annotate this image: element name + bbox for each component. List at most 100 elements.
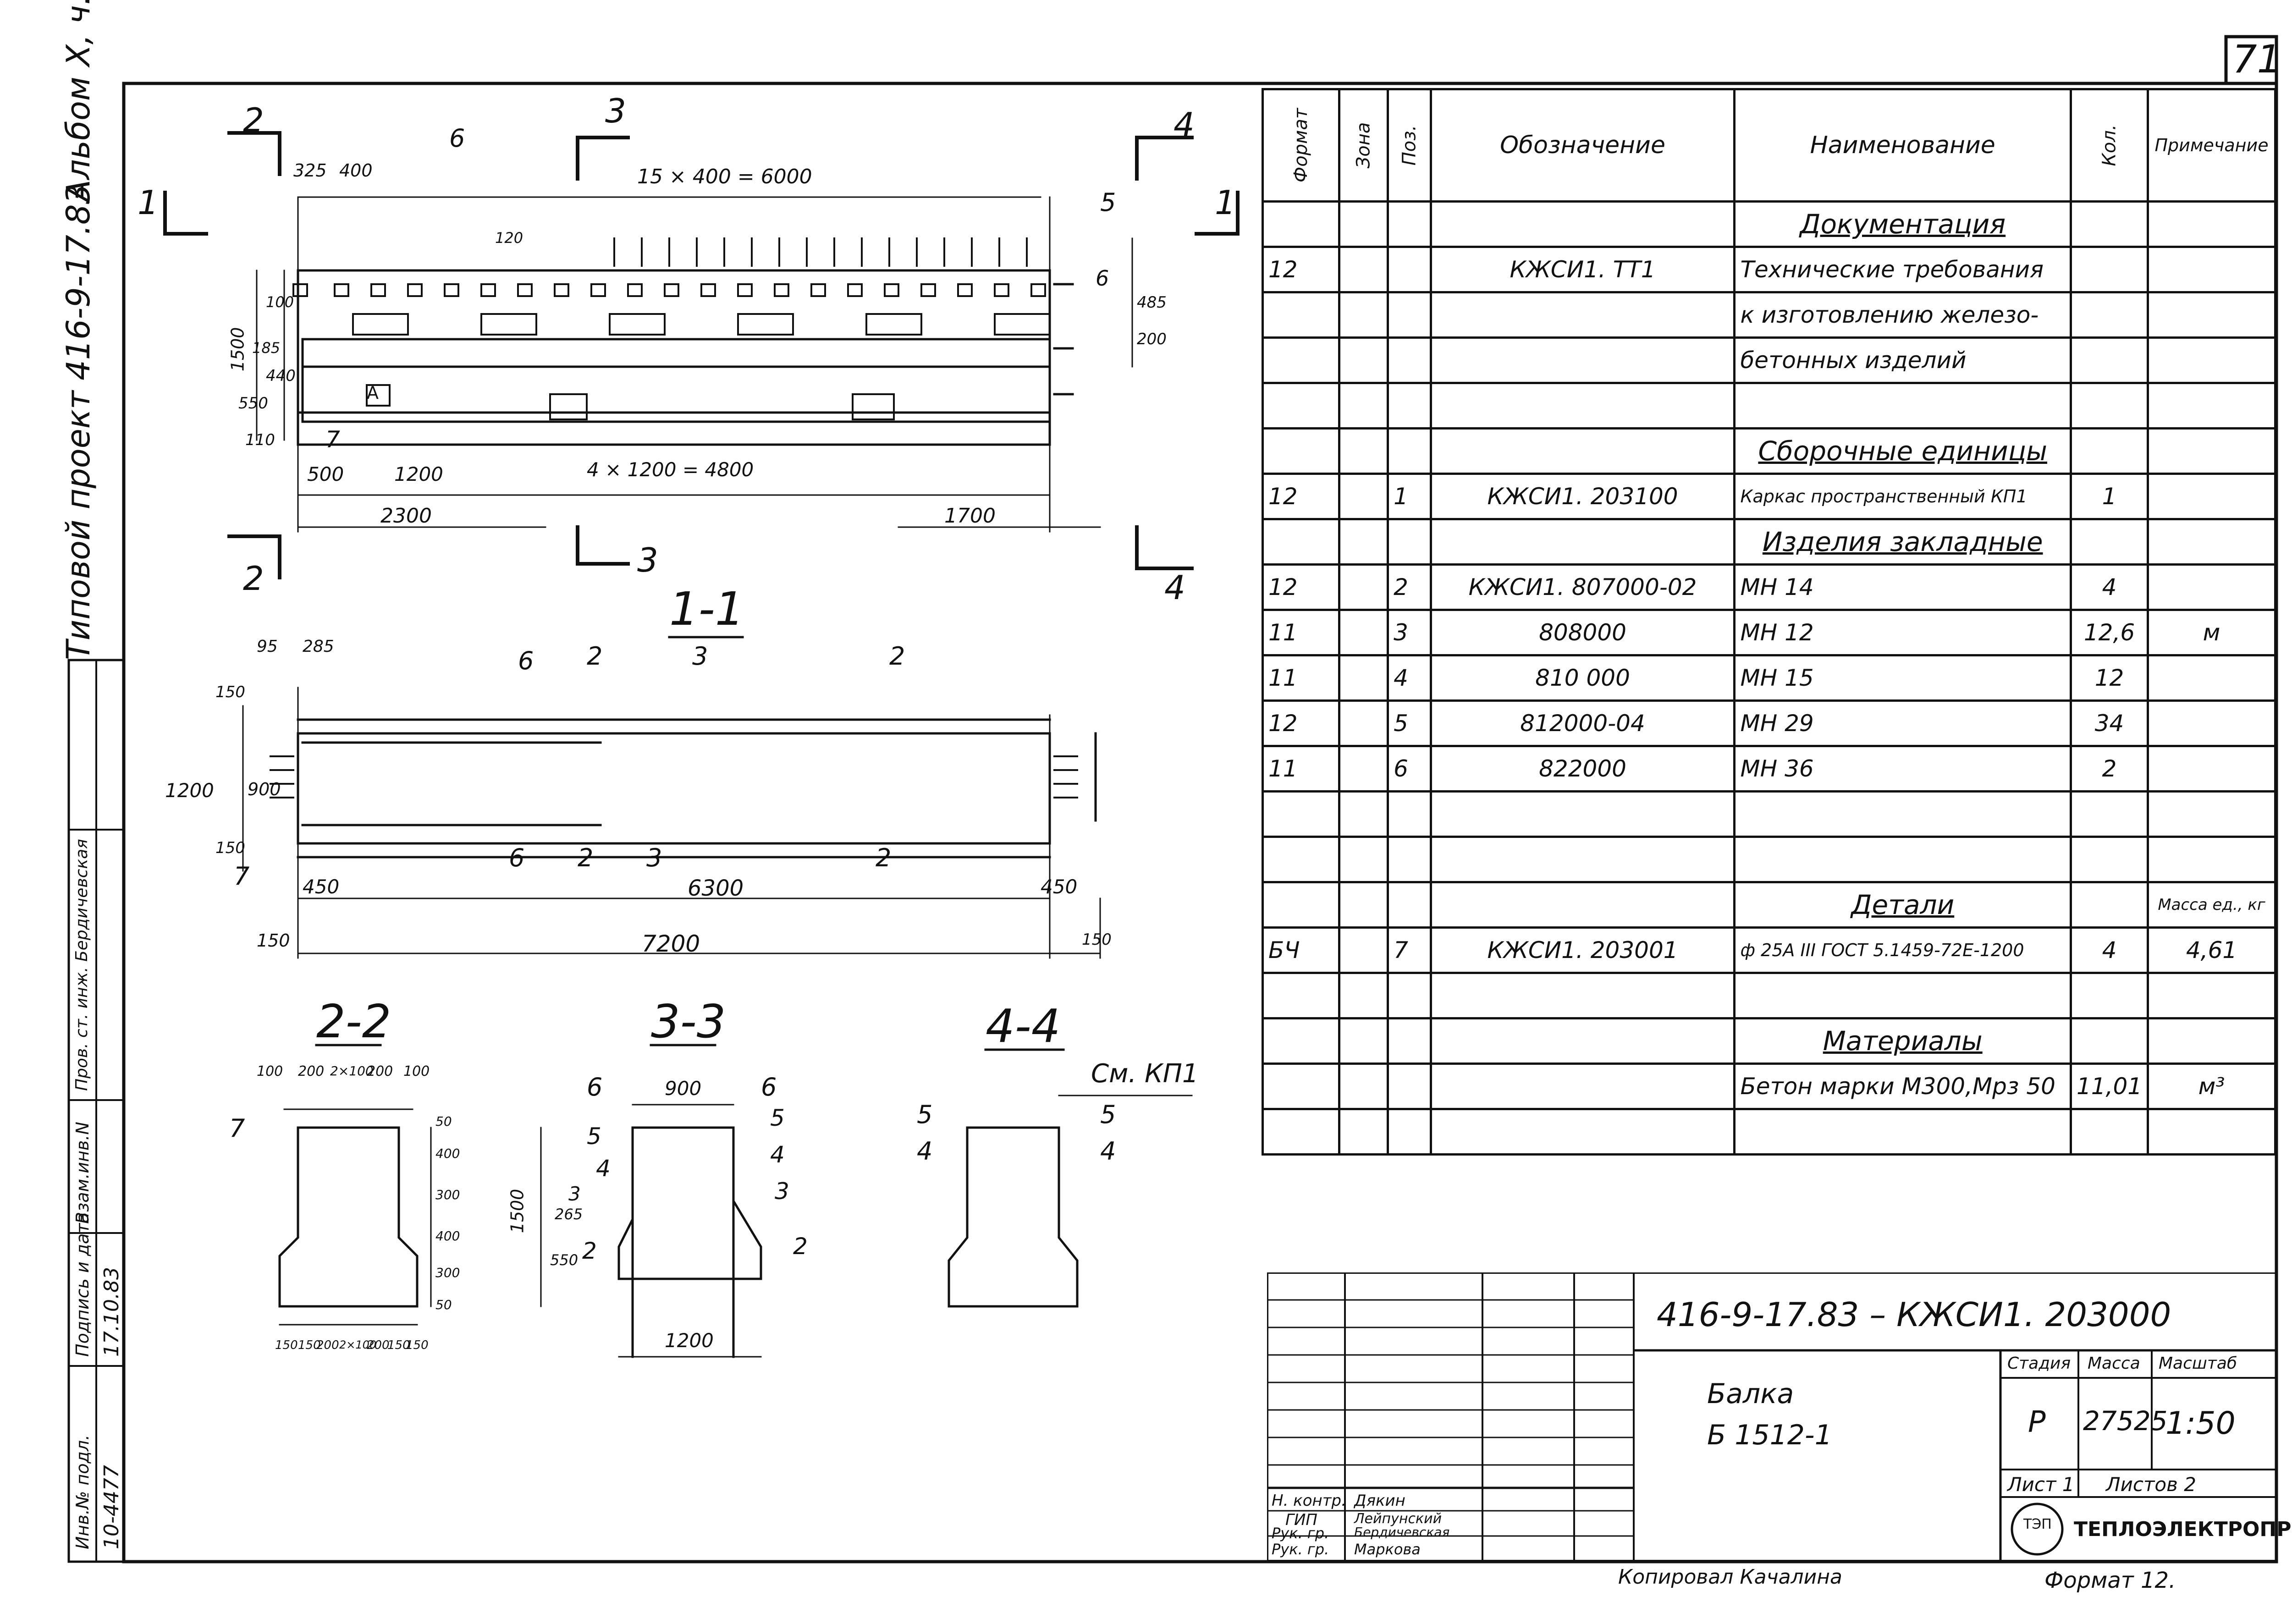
company-name: ТЕПЛОЭЛЕКТРОПРОЕКТ [2074,1518,2292,1541]
spec-cell: Технические требования [1733,246,2072,293]
spec-cell [1429,200,1736,248]
spec-cell [1429,1062,1736,1110]
spec-cell [1733,382,2072,429]
spec-cell [2069,291,2149,339]
spec-cell: Сборочные единицы [1733,427,2072,475]
spec-cell: к изготовлению железо- [1733,291,2072,339]
spec-cell: 12 [1261,473,1341,520]
stage-value: Р [2028,1405,2046,1439]
spec-cell [1429,790,1736,838]
mass-header: Масса [2088,1354,2140,1373]
spec-cell: 12 [1261,246,1341,293]
spec-cell [1429,427,1736,475]
col-note: Примечание [2147,88,2276,203]
spec-cell: 4 [2069,563,2149,611]
spec-header-row: Формат Зона Поз. Обозначение Наименовани… [1261,88,2276,203]
spec-cell [2147,745,2276,793]
spec-cell [1387,1017,1432,1065]
spec-row: Сборочные единицы [1261,427,2276,475]
spec-cell: бетонных изделий [1733,336,2072,384]
sign-label: Подпись и дата [72,1212,93,1357]
spec-cell: 4 [2069,926,2149,974]
spec-cell: Детали [1733,881,2072,929]
spec-cell [2069,427,2149,475]
spec-cell [1387,790,1432,838]
section-title: 2-2 [316,995,391,1048]
spec-cell [1387,246,1432,293]
spec-cell [1338,881,1389,929]
spec-cell: 7 [1387,926,1432,974]
spec-cell: 1 [2069,473,2149,520]
section-title: 1-1 [669,582,744,636]
spec-cell [2069,246,2149,293]
spec-cell [1338,518,1389,566]
spec-cell [1338,200,1389,248]
title-line-1: Балка [1707,1378,1794,1410]
spec-cell: Бетон марки М300,Мрз 50 [1733,1062,2072,1110]
col-designation: Обозначение [1429,88,1736,203]
spec-cell [1261,291,1341,339]
spec-cell [2147,972,2276,1019]
spec-cell [2147,473,2276,520]
spec-cell: 4 [1387,654,1432,702]
spec-cell [1429,836,1736,883]
spec-row [1261,972,2276,1019]
copied-by: Копировал Качалина [1618,1565,1842,1589]
spec-cell [1338,1017,1389,1065]
spec-cell: БЧ [1261,926,1341,974]
spec-cell [2147,1017,2276,1065]
spec-cell [1387,1108,1432,1156]
spec-cell [1429,972,1736,1019]
spec-cell [2147,836,2276,883]
spec-cell [2147,427,2276,475]
inv-value: 10-4477 [100,1465,123,1549]
spec-cell [1429,518,1736,566]
spec-cell [1261,790,1341,838]
spec-cell [2069,518,2149,566]
spec-cell: 12 [2069,654,2149,702]
spec-cell: МН 29 [1733,699,2072,747]
spec-cell [2069,382,2149,429]
plan-view [163,131,1240,579]
spec-cell [1261,382,1341,429]
spec-cell [1338,291,1389,339]
stage-header: Стадия [2007,1354,2071,1373]
spec-cell [2069,881,2149,929]
spec-cell [1338,699,1389,747]
spec-cell [1733,1108,2072,1156]
spec-cell [1338,246,1389,293]
spec-cell [1338,1062,1389,1110]
scale-value: 1:50 [2165,1405,2236,1442]
section-title: 3-3 [651,995,726,1048]
checked-label: Пров. ст. инж. Бердичевская [72,839,91,1091]
spec-cell [1338,745,1389,793]
spec-row: Изделия закладные [1261,518,2276,566]
spec-cell: МН 14 [1733,563,2072,611]
spec-cell: 11 [1261,609,1341,656]
spec-cell: 1 [1387,473,1432,520]
format-note: Формат 12. [2044,1568,2176,1593]
section-1-1-view [242,687,1101,959]
spec-cell [2069,972,2149,1019]
spec-cell [1387,518,1432,566]
spec-cell [2069,200,2149,248]
spec-cell [1387,881,1432,929]
spec-cell: МН 36 [1733,745,2072,793]
company-logo-icon [2011,1503,2064,1556]
spec-cell [1338,427,1389,475]
spec-cell: 2 [2069,745,2149,793]
title-line-2: Б 1512-1 [1707,1419,1832,1451]
replace-label: Взам.инв.N [72,1122,93,1224]
spec-cell [1429,336,1736,384]
spec-cell [2147,699,2276,747]
spec-cell: 11,01 [2069,1062,2149,1110]
spec-cell [1338,609,1389,656]
spec-cell [2147,790,2276,838]
spec-cell: 12 [1261,563,1341,611]
